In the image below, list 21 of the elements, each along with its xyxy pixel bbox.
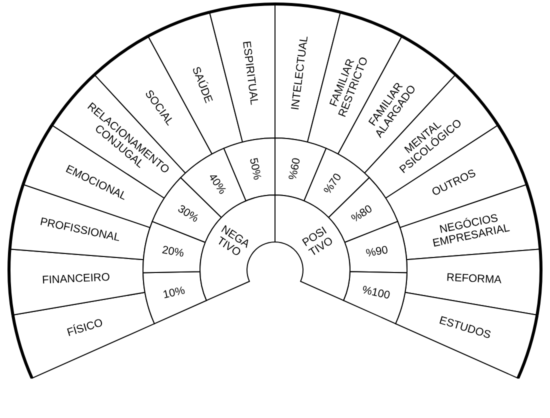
sector-label: %80 <box>349 202 374 225</box>
chart-sector <box>143 272 206 324</box>
chart-sector <box>345 221 407 273</box>
sector-label: ESPIRITUAL <box>240 40 260 106</box>
sector-label: FÍSICO <box>65 316 104 339</box>
sector-label: %100 <box>360 284 392 302</box>
chart-sector <box>396 292 539 379</box>
sector-label: 10% <box>162 284 186 301</box>
sector-label: 30% <box>176 202 201 225</box>
sector-label: 40% <box>206 172 228 197</box>
sector-label: 20% <box>161 244 186 260</box>
sector-label: INTELECTUAL <box>289 34 310 110</box>
chart-sector <box>344 272 407 324</box>
sector-label: %60 <box>287 156 304 181</box>
sector-label: FINANCEIRO <box>42 272 110 287</box>
chart-sector <box>224 138 275 201</box>
sector-label: REFORMA <box>446 272 502 286</box>
chart-sector <box>11 292 154 379</box>
chart-sector <box>143 221 205 273</box>
sector-label: %90 <box>364 244 389 260</box>
sector-label: 50% <box>246 156 263 181</box>
